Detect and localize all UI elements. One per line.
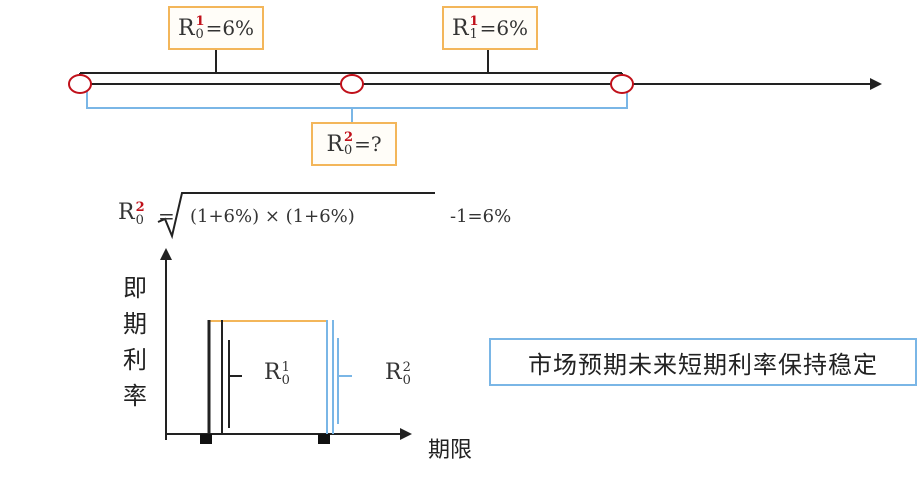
two-period-bracket <box>86 90 628 109</box>
formula-rate-symbol: R <box>118 200 135 225</box>
rate-value: =? <box>354 132 382 156</box>
radical-sign <box>157 192 435 240</box>
formula-tail: -1=6% <box>450 206 512 227</box>
period-2-marker <box>318 434 330 444</box>
timeline-node-end <box>610 74 634 94</box>
x-axis-label: 期限 <box>428 438 473 463</box>
rate-symbol: R <box>451 15 469 41</box>
y-axis-label: 即期利率 <box>123 274 147 410</box>
timeline-node-start <box>68 74 92 94</box>
formula-equals: = <box>158 204 175 228</box>
statement-box: 市场预期未来短期利率保持稳定 <box>489 338 917 386</box>
formula-radicand: (1+6%) × (1+6%) <box>190 206 355 227</box>
rate-symbol: R <box>326 131 344 157</box>
timeline-node-mid <box>340 74 364 94</box>
rate-symbol: R <box>177 15 195 41</box>
statement-text: 市场预期未来短期利率保持稳定 <box>528 350 878 379</box>
period-1-marker <box>200 434 212 444</box>
rate-value: =6% <box>205 16 255 40</box>
rate-value: =6% <box>479 16 529 40</box>
